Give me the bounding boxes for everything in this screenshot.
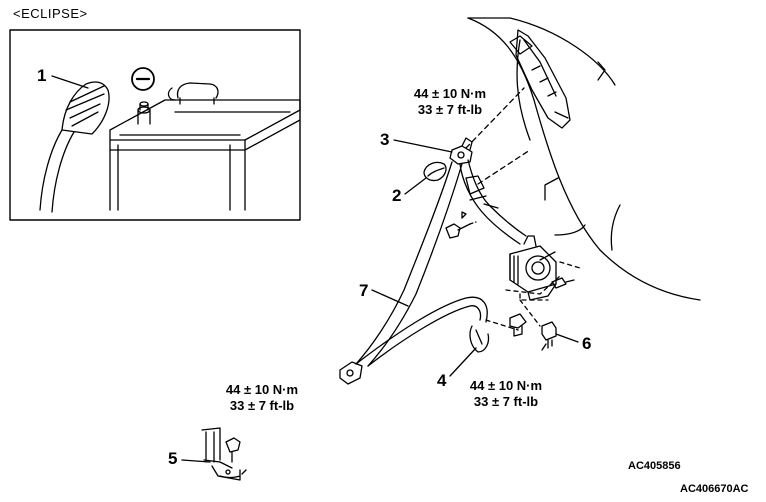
upper-anchor-bolt — [449, 137, 473, 165]
retractor-alignment — [519, 293, 549, 301]
seat-belt-buckle — [201, 427, 247, 481]
callout-5-leader — [181, 459, 211, 463]
negative-cable-illustration — [39, 81, 110, 213]
guide-bolt — [445, 211, 477, 239]
torque-spec-buckle-anchor: 44 ± 10 N·m 33 ± 7 ft-lb — [212, 382, 312, 414]
callout-4: 4 — [437, 371, 447, 390]
callout-6-leader — [555, 333, 579, 343]
callout-4-leader — [449, 347, 477, 377]
guide-alignment — [477, 149, 531, 185]
torque-spec-lower-anchor: 44 ± 10 N·m 33 ± 7 ft-lb — [456, 378, 556, 410]
seat-belt-webbing-upper — [355, 159, 527, 367]
upper-adjuster — [509, 29, 571, 129]
body-pillar-panel — [467, 17, 701, 301]
callout-2: 2 — [392, 186, 402, 205]
model-header-label: <ECLIPSE> — [13, 6, 88, 21]
retractor-side-alignment — [559, 261, 581, 269]
figure-code: AC406670AC — [680, 483, 749, 495]
torque-imperial: 33 ± 7 ft-lb — [229, 398, 295, 413]
callout-3: 3 — [380, 130, 390, 149]
connector — [541, 321, 557, 351]
battery-illustration — [109, 82, 301, 211]
callout-1: 1 — [37, 66, 47, 85]
retractor-assembly — [509, 235, 557, 301]
torque-metric: 44 ± 10 N·m — [225, 382, 299, 397]
battery-inset-frame — [9, 29, 301, 221]
callout-1-leader — [51, 75, 89, 89]
upper-anchor-alignment — [465, 87, 525, 149]
image-code: AC405856 — [628, 460, 681, 472]
connector-alignment — [519, 299, 541, 327]
anchor-cover — [423, 161, 447, 182]
lower-anchor-bolt — [509, 313, 527, 337]
buckle-bolt — [225, 437, 241, 463]
torque-imperial: 33 ± 7 ft-lb — [473, 394, 539, 409]
torque-metric: 44 ± 10 N·m — [469, 378, 543, 393]
callout-6: 6 — [582, 334, 592, 353]
torque-spec-upper-anchor: 44 ± 10 N·m 33 ± 7 ft-lb — [400, 86, 500, 118]
callout-3-leader — [393, 139, 453, 153]
callout-5: 5 — [168, 449, 178, 468]
torque-metric: 44 ± 10 N·m — [413, 86, 487, 101]
callout-7-leader — [371, 289, 409, 307]
minus-circle-icon — [131, 67, 155, 91]
callout-2-leader — [404, 177, 427, 195]
seat-belt-webbing-lower — [339, 296, 490, 385]
retractor-bolt — [551, 277, 575, 289]
torque-imperial: 33 ± 7 ft-lb — [417, 102, 483, 117]
callout-7: 7 — [359, 281, 369, 300]
lower-anchor-alignment — [485, 319, 519, 331]
